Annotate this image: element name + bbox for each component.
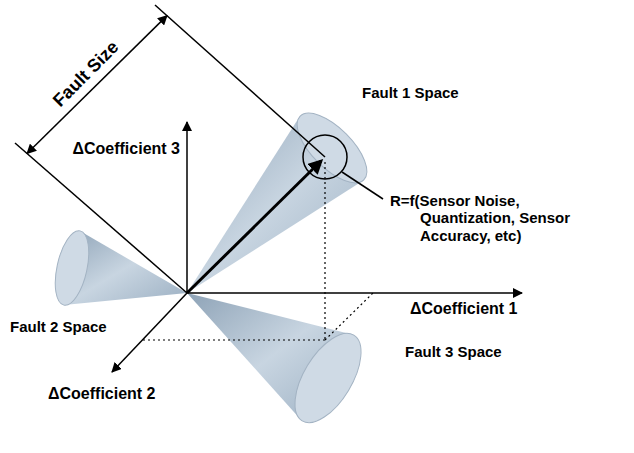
axis-label: ΔCoefficient 3 — [72, 140, 180, 158]
axis-line — [186, 122, 188, 293]
dimension-label: Fault Size — [49, 37, 123, 111]
dimension-line — [27, 16, 167, 154]
fault-cone — [49, 228, 187, 309]
callout-note: R=f(Sensor Noise, Quantization, Sensor A… — [390, 192, 600, 244]
region-label: Fault 1 Space — [362, 84, 459, 101]
region-label: Fault 3 Space — [405, 343, 502, 360]
fault-cone — [187, 102, 378, 293]
cone-cap — [282, 323, 375, 433]
axis-label: ΔCoefficient 1 — [410, 300, 518, 318]
fault-vector — [187, 161, 321, 293]
axis-line — [112, 293, 187, 372]
region-label: Fault 2 Space — [10, 318, 107, 335]
extension-line — [155, 5, 325, 157]
cone-cap — [49, 228, 95, 309]
projection-line — [140, 339, 325, 340]
leader-line — [342, 172, 383, 199]
extension-line — [15, 143, 187, 293]
projection-line — [325, 293, 373, 340]
axis-label: ΔCoefficient 2 — [48, 385, 156, 403]
fault-cone — [187, 293, 374, 433]
projection-line — [324, 162, 325, 340]
axis-line — [187, 292, 522, 294]
